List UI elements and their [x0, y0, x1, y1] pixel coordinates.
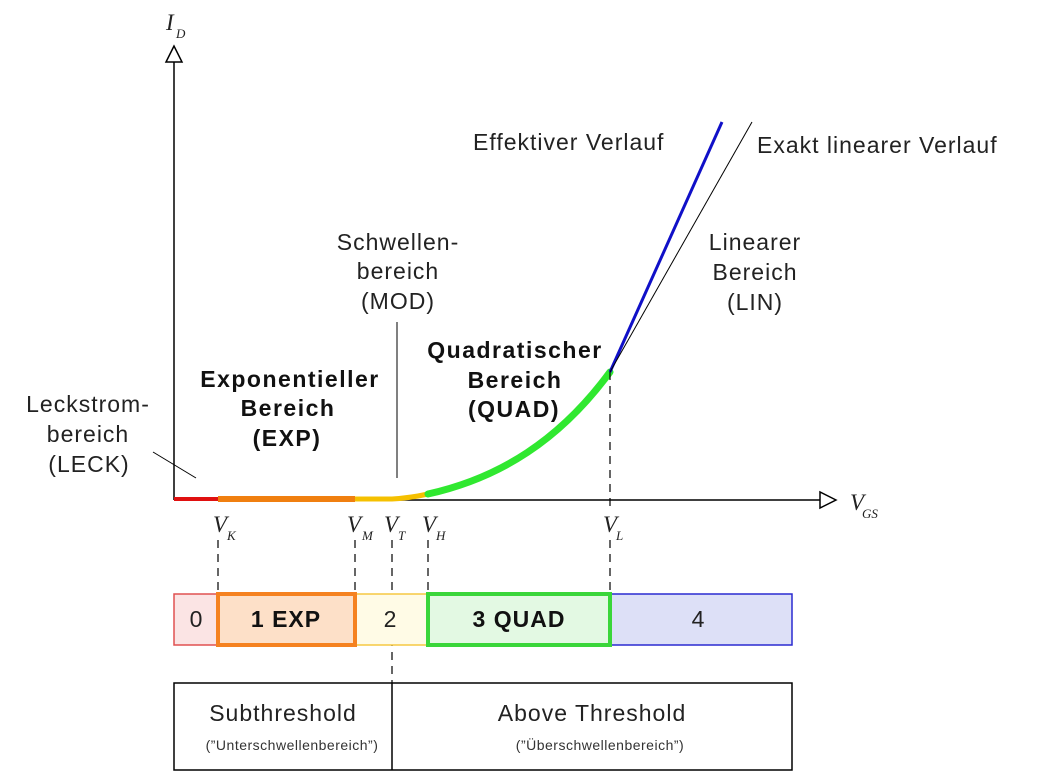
- subthreshold-note: (”Unterschwellenbereich”): [206, 737, 379, 753]
- vm-label-sub: M: [361, 528, 374, 543]
- leck-line-1: Leckstrom-: [26, 391, 150, 417]
- vh-label: V: [422, 512, 439, 537]
- box-0: [173, 593, 219, 646]
- vm-label: V: [347, 512, 364, 537]
- region-lin-label: Linearer Bereich (LIN): [709, 229, 801, 315]
- box-0-label: 0: [190, 606, 203, 632]
- lin-line-2: Bereich: [713, 259, 798, 285]
- leck-line-3: (LECK): [48, 451, 129, 477]
- vl-label: V: [603, 512, 620, 537]
- characteristic-curve: [174, 121, 753, 502]
- y-axis-arrow-icon: [164, 44, 184, 63]
- x-axis-arrow-icon: [819, 490, 838, 510]
- region-quad-label: Quadratischer Bereich (QUAD): [427, 337, 602, 422]
- exp-line-1: Exponentieller: [200, 366, 379, 392]
- threshold-table: Subthreshold (”Unterschwellenbereich”) A…: [173, 682, 793, 771]
- curve-quad-segment: [424, 368, 614, 498]
- quad-line-2: Bereich: [468, 367, 563, 393]
- exp-line-3: (EXP): [253, 425, 322, 451]
- region-mod-label: Schwellen- bereich (MOD): [337, 229, 460, 314]
- box-1-label: 1 EXP: [251, 606, 321, 632]
- leck-pointer-line: [152, 451, 197, 479]
- lin-line-3: (LIN): [727, 289, 783, 315]
- region-boxes: 0 1 EXP 2 3 QUAD 4: [173, 592, 793, 647]
- box-2: [354, 593, 429, 646]
- vl-label-sub: L: [615, 528, 623, 543]
- threshold-table-frame: [173, 682, 793, 771]
- lin-line-1: Linearer: [709, 229, 801, 255]
- y-axis-label: I: [165, 10, 175, 35]
- vk-label: V: [213, 512, 230, 537]
- box-4: [609, 593, 793, 646]
- subthreshold-title: Subthreshold: [209, 700, 357, 726]
- above-threshold-note: (”Überschwellenbereich”): [516, 736, 684, 753]
- above-threshold-title: Above Threshold: [498, 700, 686, 726]
- vt-label-sub: T: [398, 528, 406, 543]
- box-3: [426, 592, 612, 647]
- box-3-label: 3 QUAD: [473, 606, 566, 632]
- quad-line-3: (QUAD): [468, 396, 560, 422]
- exact-linear-curve-label: Exakt linearer Verlauf: [757, 132, 998, 158]
- mod-line-3: (MOD): [361, 288, 435, 314]
- box-1: [216, 592, 357, 647]
- x-axis-label: V: [850, 490, 867, 515]
- curve-effective-segment: [608, 121, 724, 373]
- box-4-label: 4: [692, 606, 705, 632]
- x-axis-label-sub: GS: [862, 506, 878, 521]
- voltage-labels: V K V M V T V H V L: [213, 512, 623, 543]
- y-axis-label-sub: D: [175, 26, 186, 41]
- effective-curve-label: Effektiver Verlauf: [473, 129, 664, 155]
- exp-line-2: Bereich: [241, 395, 336, 421]
- curve-exact-linear-line: [609, 121, 753, 373]
- region-leck-label: Leckstrom- bereich (LECK): [26, 391, 150, 477]
- leck-line-2: bereich: [47, 421, 129, 447]
- box-2-label: 2: [384, 606, 397, 632]
- vk-label-sub: K: [226, 528, 237, 543]
- mod-line-1: Schwellen-: [337, 229, 460, 255]
- mod-line-2: bereich: [357, 258, 439, 284]
- quad-line-1: Quadratischer: [427, 337, 602, 363]
- vt-label: V: [384, 512, 401, 537]
- curve-mod-segment: [355, 491, 429, 502]
- vh-label-sub: H: [435, 528, 446, 543]
- region-exp-label: Exponentieller Bereich (EXP): [200, 366, 379, 451]
